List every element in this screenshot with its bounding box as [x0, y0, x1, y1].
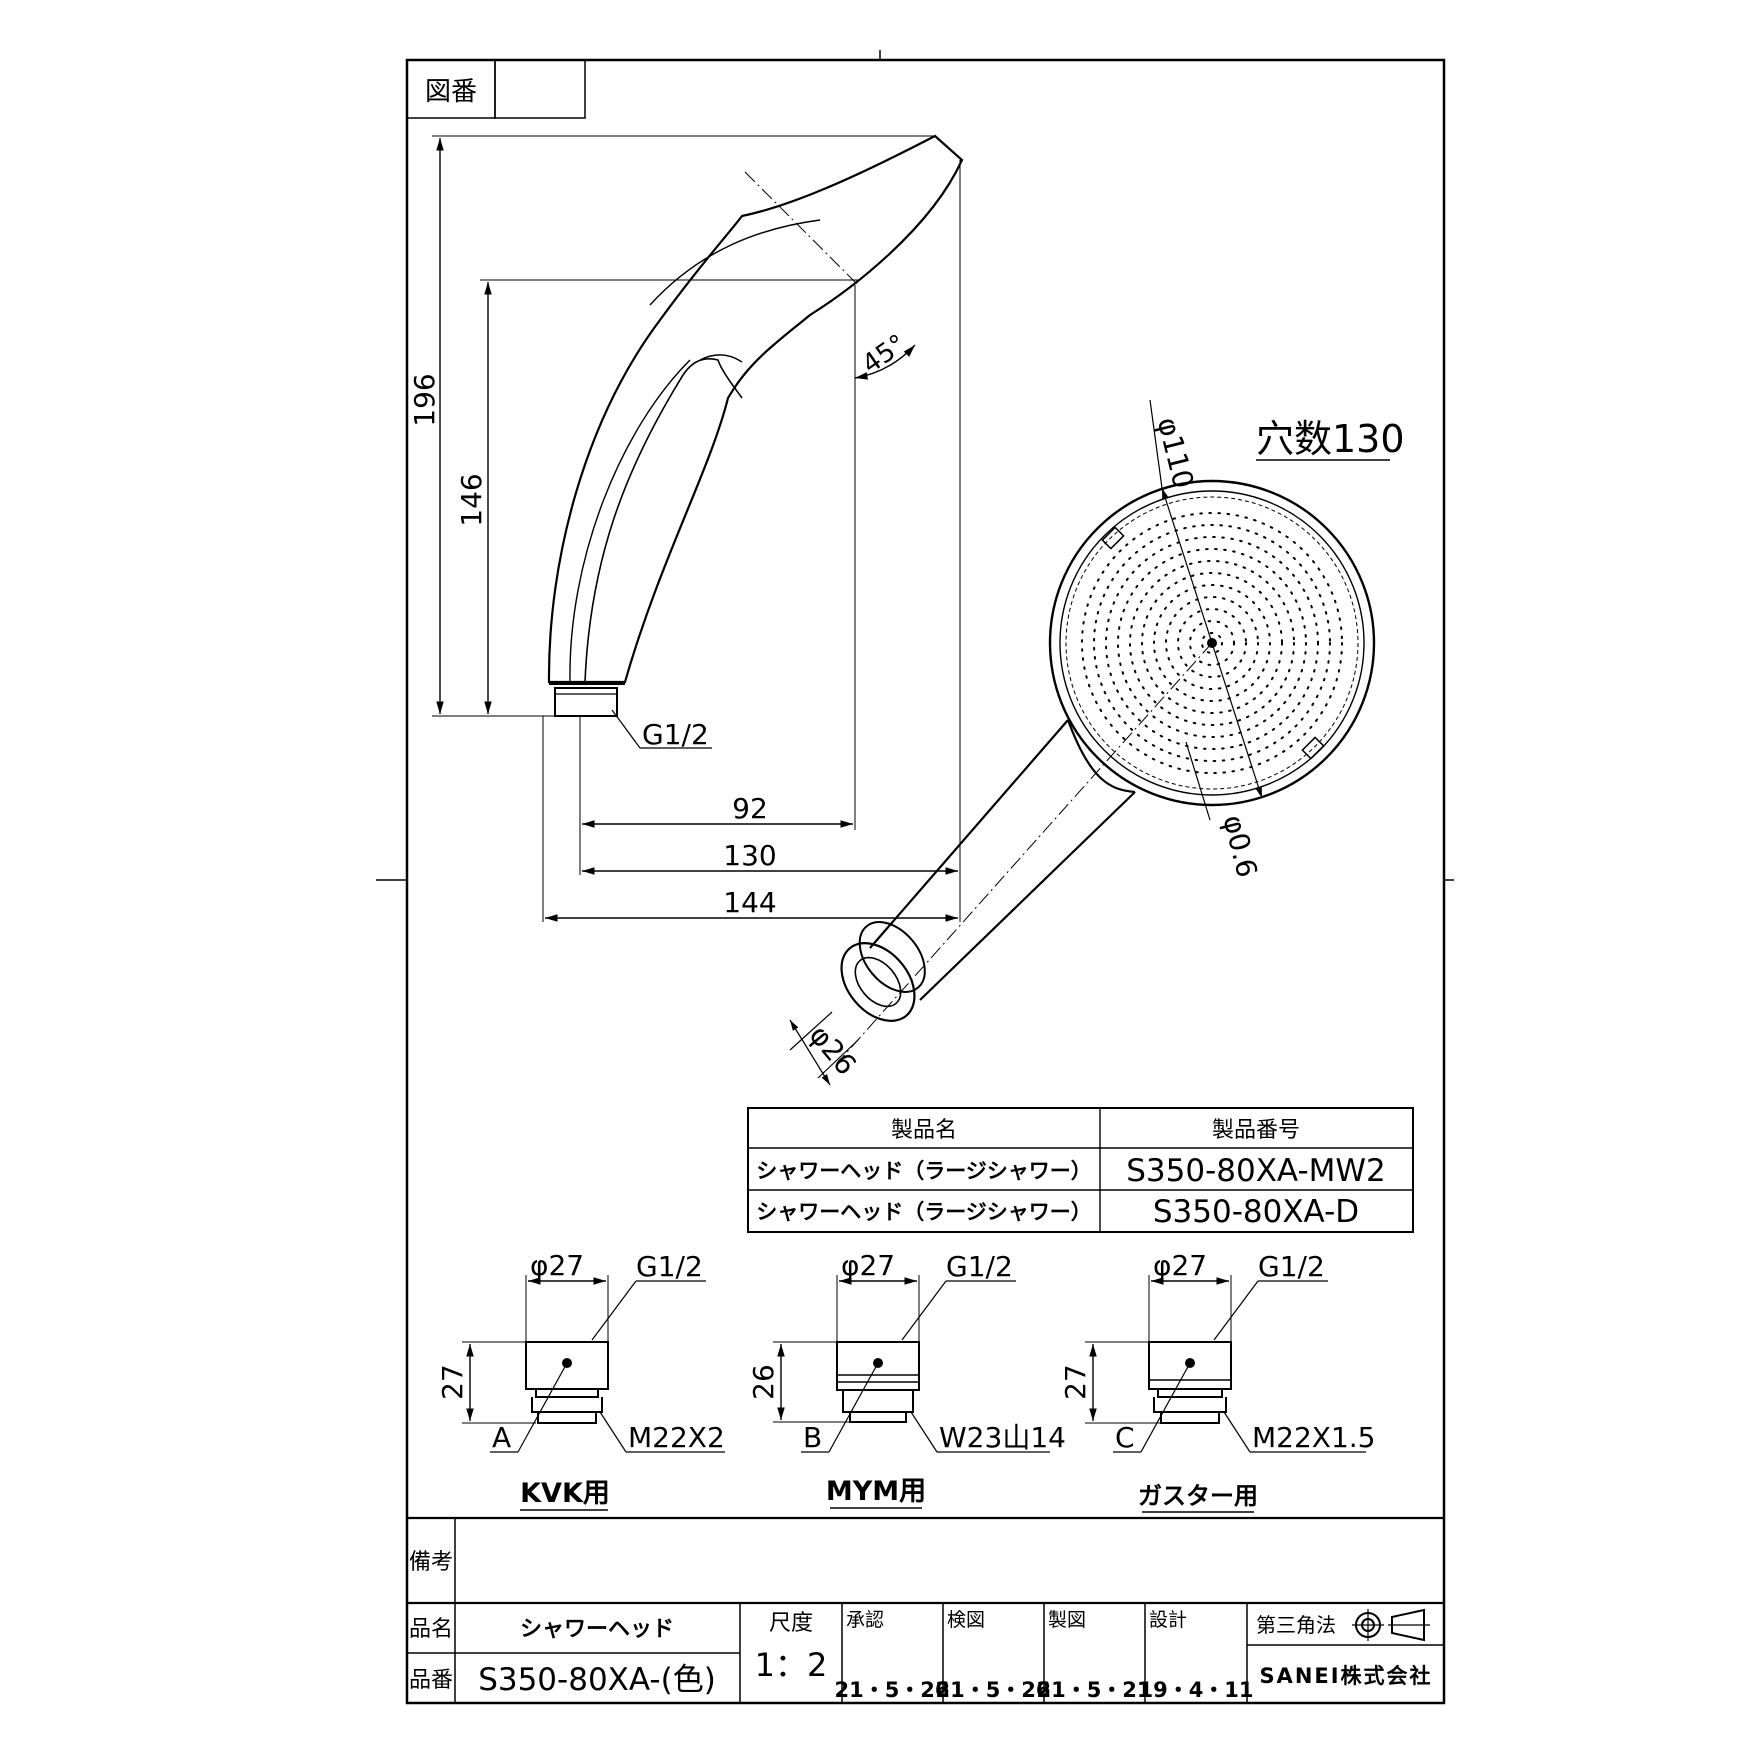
dim-144: 144 [723, 886, 776, 919]
adapter-b-height: 26 [747, 1364, 780, 1400]
row1-number: S350-80XA-MW2 [1126, 1153, 1386, 1189]
hinmei-value: シャワーヘッド [520, 1617, 674, 1642]
dim-130: 130 [723, 839, 776, 872]
front-view: φ110 穴数130 φ0.6 φ26 [789, 399, 1405, 1086]
adapter-b: φ27 G1/2 26 B W23山14 MYM用 [747, 1249, 1066, 1509]
scale-value: 1：2 [755, 1646, 828, 1684]
header-product-number: 製品番号 [1212, 1118, 1300, 1143]
adapter-b-label: MYM用 [826, 1476, 926, 1507]
angle-dim: 45° [857, 329, 912, 380]
front-inlet [840, 921, 926, 1022]
adapter-c: φ27 G1/2 27 C M22X1.5 ガスター用 [1059, 1249, 1376, 1513]
adapter-b-thread-top: G1/2 [946, 1250, 1013, 1283]
hole-count: 穴数130 [1256, 417, 1405, 461]
design-label: 設計 [1149, 1609, 1187, 1631]
adapter-b-letter: B [803, 1421, 822, 1454]
adapter-a-letter: A [492, 1421, 511, 1454]
approval-label: 承認 [846, 1609, 884, 1631]
product-table: 製品名 製品番号 シャワーヘッド（ラージシャワー） S350-80XA-MW2 … [747, 1107, 1414, 1233]
projection-label: 第三角法 [1256, 1613, 1336, 1637]
adapter-a-dia: φ27 [530, 1249, 584, 1282]
scale-label: 尺度 [769, 1611, 813, 1636]
dim-196: 196 [408, 373, 441, 426]
hinban-label: 品番 [409, 1668, 453, 1693]
handle-outline [547, 134, 964, 684]
title-block: 備考 品名 シャワーヘッド 品番 S350-80XA-(色) 尺度 1：2 承認… [407, 1516, 1444, 1703]
handle-groove [584, 358, 743, 683]
adapter-a: φ27 G1/2 27 A M22X2 KVK用 [436, 1249, 725, 1511]
adapter-a-height: 27 [436, 1364, 469, 1400]
bikou-label: 備考 [409, 1550, 453, 1575]
row2-name: シャワーヘッド（ラージシャワー） [756, 1200, 1092, 1224]
draw-date: 21・5・21 [1036, 1678, 1151, 1702]
approval-date: 21・5・26 [834, 1678, 949, 1702]
design-date: 19・4・11 [1138, 1678, 1253, 1702]
adapter-b-dia: φ27 [841, 1249, 895, 1282]
hinban-value: S350-80XA-(色) [478, 1662, 716, 1698]
dim-146: 146 [455, 473, 488, 526]
row2-number: S350-80XA-D [1153, 1194, 1359, 1230]
adapter-a-thread-top: G1/2 [636, 1250, 703, 1283]
hole-dia: φ0.6 [1216, 812, 1263, 881]
face-outer [1048, 479, 1376, 807]
row1-name: シャワーヘッド（ラージシャワー） [756, 1159, 1092, 1183]
inlet-dia: φ26 [803, 1019, 863, 1082]
check-label: 検図 [947, 1609, 985, 1631]
thread-g12: G1/2 [642, 718, 709, 751]
hinmei-label: 品名 [409, 1617, 453, 1642]
third-angle-projection-icon [1352, 1608, 1430, 1642]
inlet-nipple [554, 687, 618, 717]
company-name: SANEI株式会社 [1259, 1664, 1432, 1688]
front-handle [869, 719, 1136, 1001]
adapter-c-thread-top: G1/2 [1258, 1250, 1325, 1283]
check-date: 21・5・26 [935, 1678, 1050, 1702]
adapter-c-label: ガスター用 [1138, 1482, 1258, 1510]
header-product-name: 製品名 [891, 1118, 957, 1143]
side-view: 45° 196 146 G1/2 92 130 144 [408, 134, 964, 922]
zuban-label: 図番 [425, 77, 477, 107]
adapter-c-height: 27 [1059, 1364, 1092, 1400]
adapter-c-thread-bottom: M22X1.5 [1252, 1421, 1376, 1454]
draw-label: 製図 [1048, 1609, 1086, 1631]
adapter-a-thread-bottom: M22X2 [628, 1421, 725, 1454]
adapter-b-thread-bottom: W23山14 [939, 1421, 1066, 1454]
adapter-c-letter: C [1115, 1421, 1135, 1454]
dim-phi110: φ110 [1151, 414, 1200, 492]
dim-92: 92 [732, 792, 768, 825]
drawing-frame: 図番 [376, 50, 1454, 1705]
adapter-c-dia: φ27 [1153, 1249, 1207, 1282]
adapter-a-label: KVK用 [520, 1478, 610, 1509]
